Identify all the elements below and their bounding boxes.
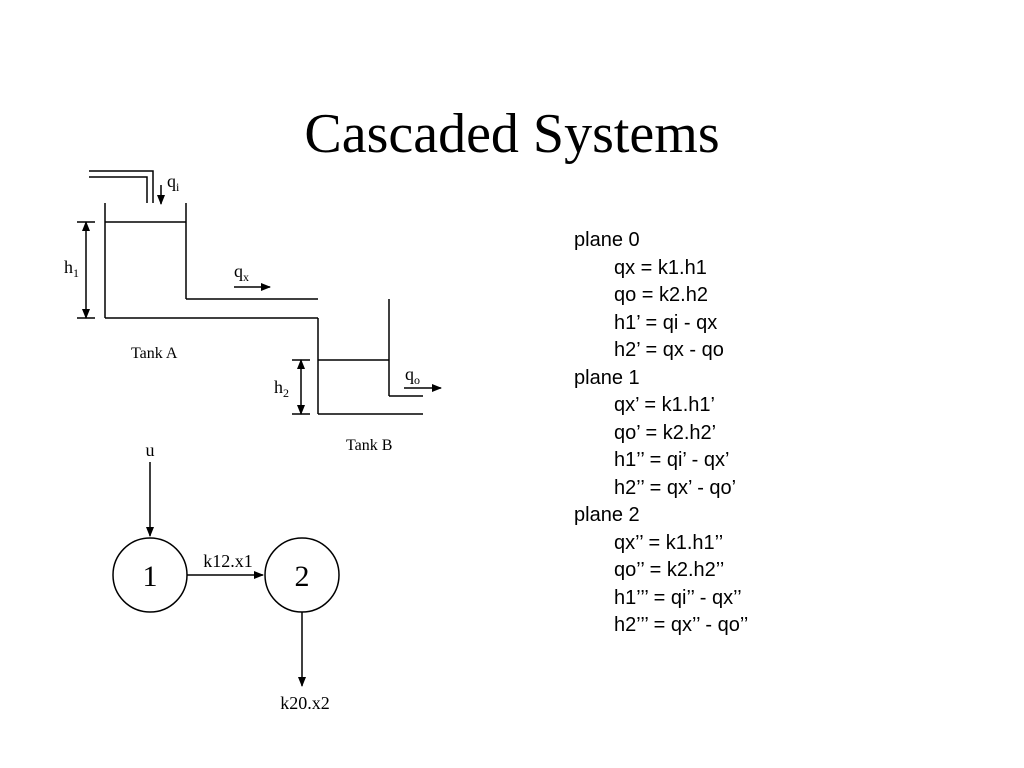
equation-line: qo’’ = k2.h2’’ [614, 559, 725, 581]
tank-a-level-label-subscript: 1 [73, 266, 79, 280]
inflow-label-base: q [167, 171, 176, 191]
equation-line: h2’ = qx - qo [614, 339, 724, 361]
equation-line: h2’’ = qx’ - qo’ [614, 476, 737, 499]
intertank-flow-label: qx [234, 261, 249, 284]
transfer-label: k12.x1 [203, 551, 253, 571]
inflow-label-subscript: i [176, 180, 180, 194]
tank-b-level-label-subscript: 2 [283, 386, 289, 400]
intertank-flow-label-base: q [234, 261, 243, 281]
compartment-model [112, 462, 340, 687]
tank-a-level-label: h1 [64, 257, 79, 280]
compartment-labels: u 1 2 k12.x1 k20.x2 [143, 440, 330, 713]
tank-b-level-label: h2 [274, 377, 289, 400]
tank-a-level-label-base: h [64, 257, 73, 277]
equation-line: h1’’ = qi’ - qx’ [614, 449, 730, 471]
intertank-flow-label-subscript: x [243, 270, 249, 284]
equation-list: plane 0 qx = k1.h1 qo = k2.h2 h1’ = qi -… [574, 227, 748, 640]
equation-line: qx = k1.h1 [614, 256, 707, 279]
plane-heading: plane 1 [574, 366, 640, 389]
plane-2: plane 2 qx’’ = k1.h1’’ qo’’ = k2.h2’’ h1… [574, 502, 748, 640]
equation-line: h1’ = qi - qx [614, 311, 718, 334]
equation-line: h1’’’ = qi’’ - qx’’ [614, 586, 742, 609]
tank-b-level-label-base: h [274, 377, 283, 397]
outflow-label-base: q [405, 364, 414, 384]
slide-title: Cascaded Systems [304, 103, 720, 165]
equation-line: qo’ = k2.h2’ [614, 421, 717, 444]
tank-b-label: Tank B [346, 437, 392, 454]
input-label: u [146, 440, 155, 460]
outflow-label-subscript: o [414, 373, 420, 387]
inflow-label: qi [167, 171, 180, 194]
equation-line: h2’’’ = qx’’ - qo’’ [614, 614, 749, 636]
equation-line: qx’’ = k1.h1’’ [614, 531, 724, 554]
plane-heading: plane 0 [574, 229, 640, 251]
tank-labels: qi qx qo h1 h2 Tank A Tank B [64, 171, 420, 454]
plane-1: plane 1 qx’ = k1.h1’ qo’ = k2.h2’ h1’’ =… [574, 365, 748, 503]
plane-0: plane 0 qx = k1.h1 qo = k2.h2 h1’ = qi -… [574, 227, 748, 365]
tank-a-label: Tank A [131, 345, 178, 362]
node-2-label: 2 [295, 560, 310, 593]
output-label: k20.x2 [280, 693, 330, 713]
equation-line: qx’ = k1.h1’ [614, 394, 715, 416]
inflow-pipe-outer [89, 170, 154, 203]
tank-system [77, 170, 442, 415]
node-1-label: 1 [143, 560, 158, 593]
equation-line: qo = k2.h2 [614, 284, 708, 306]
inflow-pipe-inner [89, 176, 148, 203]
outflow-label: qo [405, 364, 420, 387]
plane-heading: plane 2 [574, 504, 640, 526]
